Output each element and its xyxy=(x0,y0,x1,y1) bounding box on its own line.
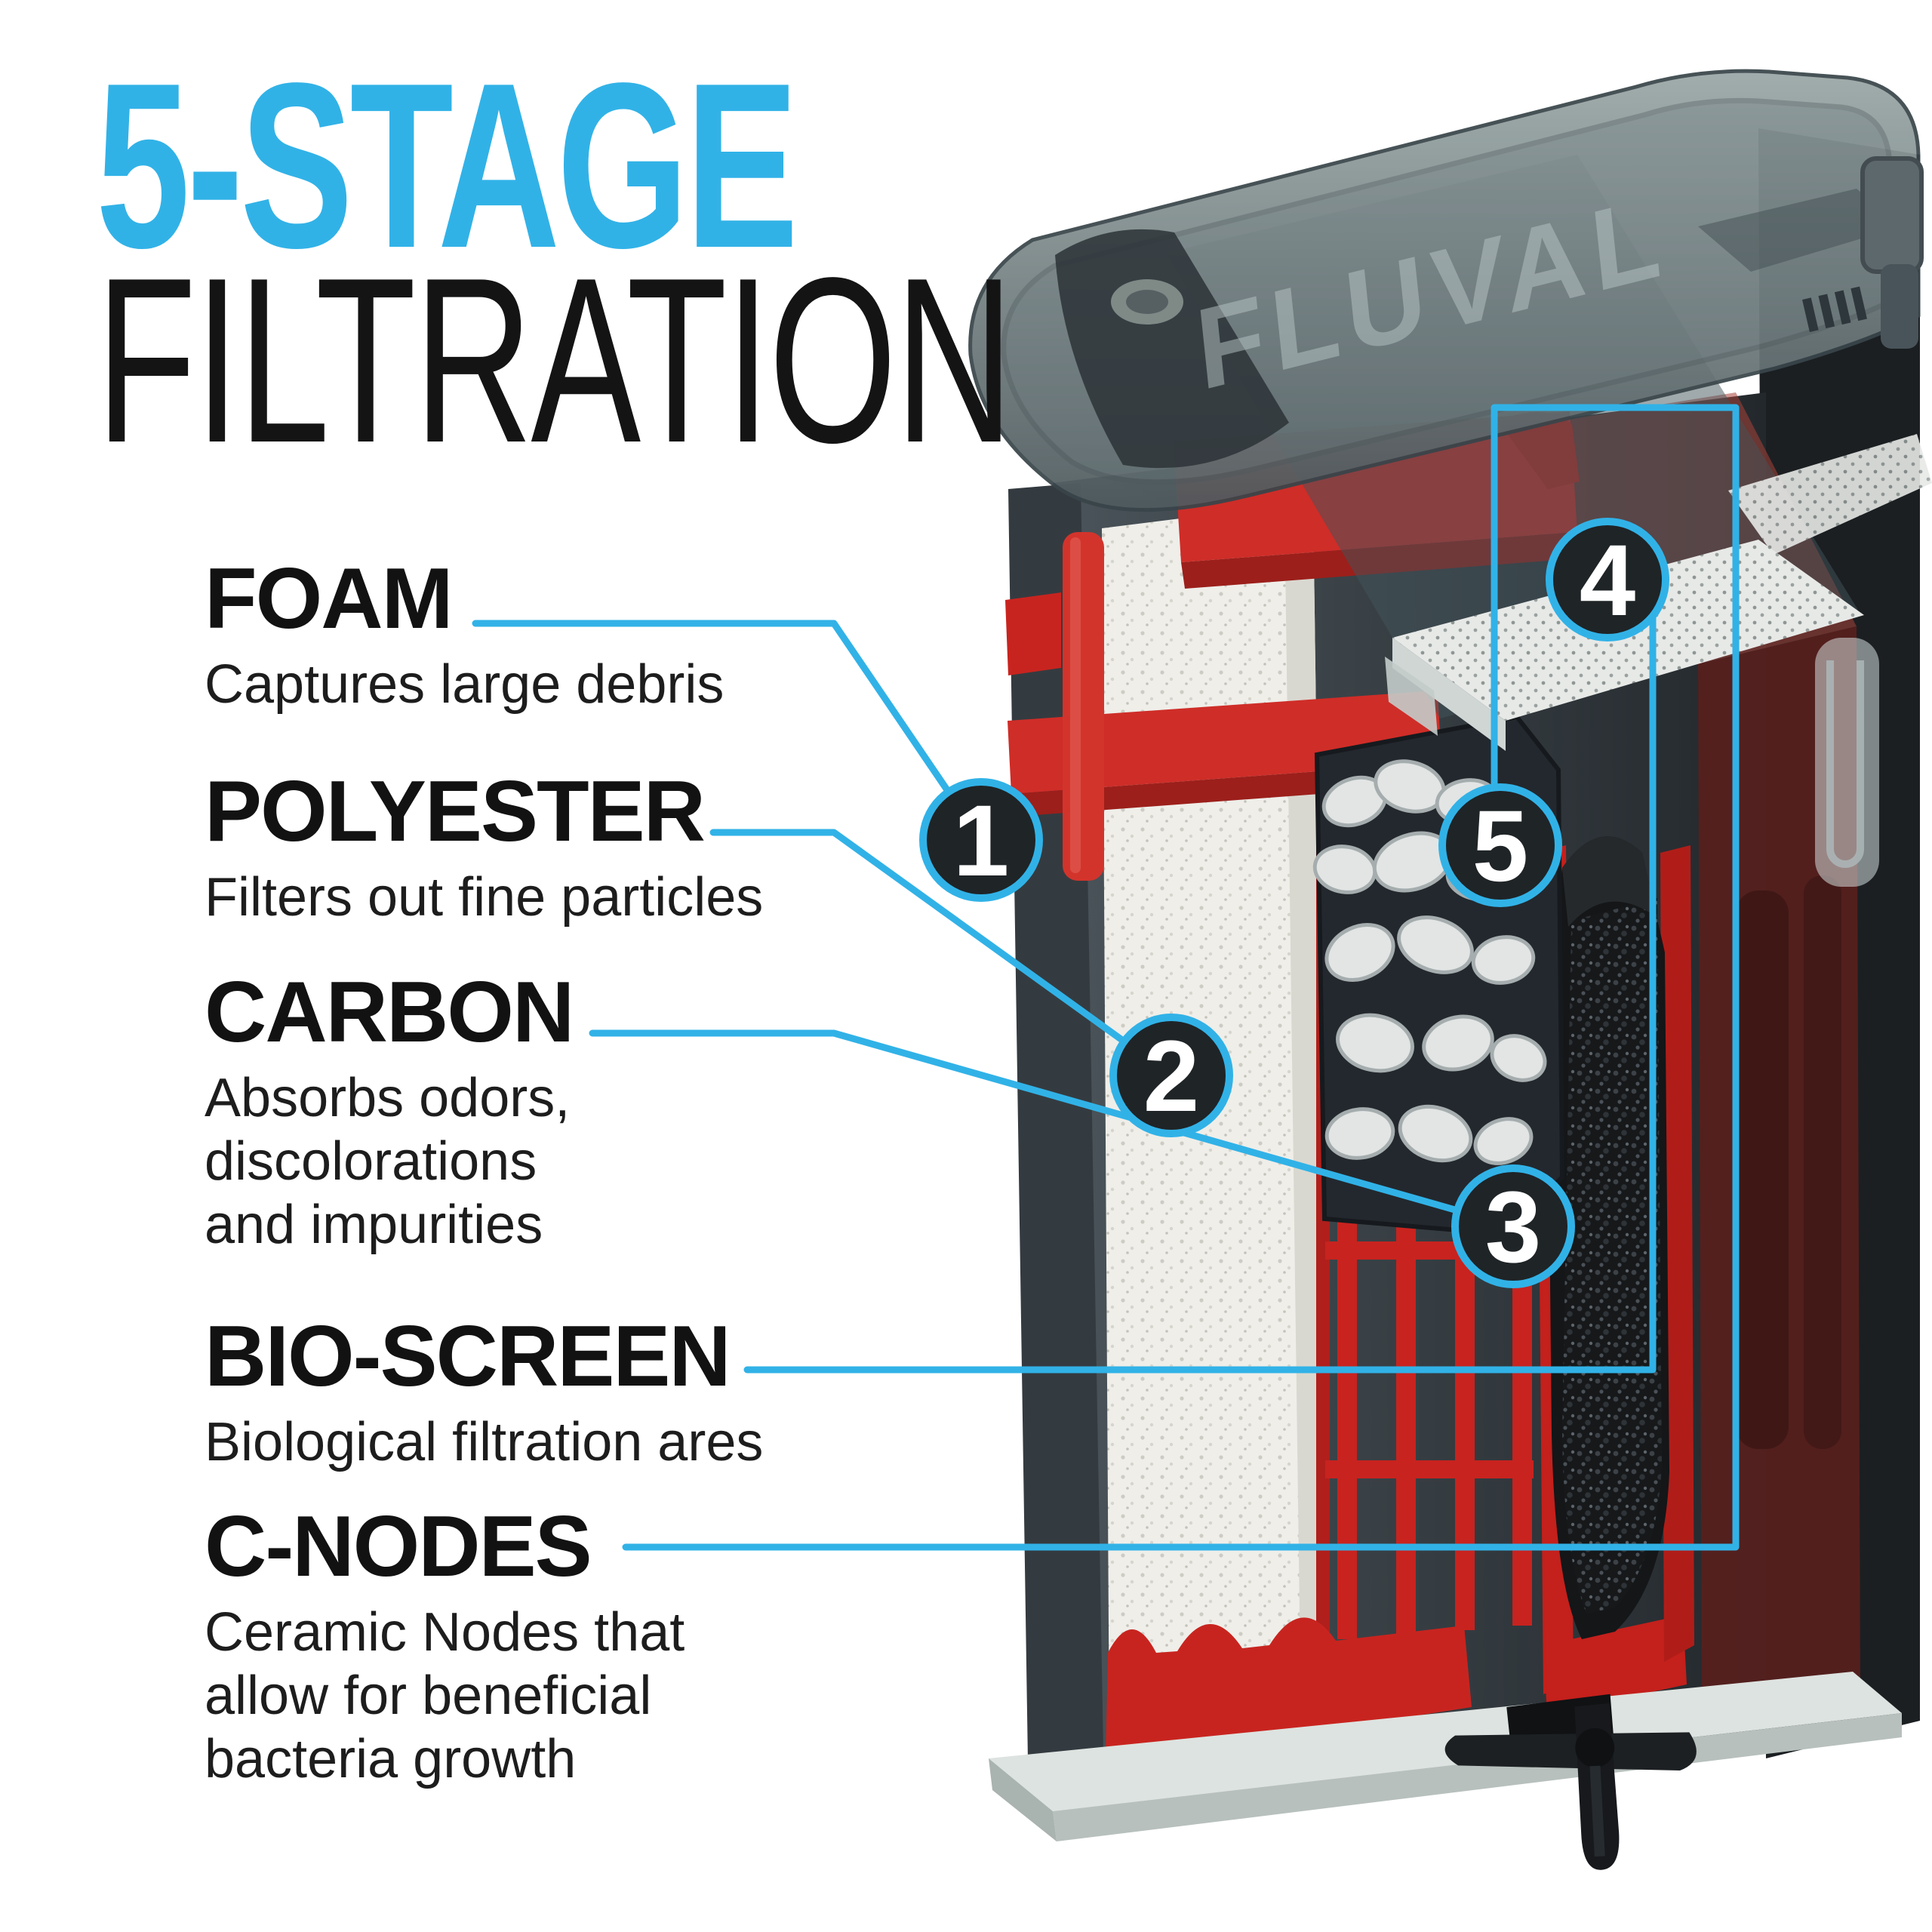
badge-2-number: 2 xyxy=(1143,1020,1200,1133)
outlet-port xyxy=(1802,156,1924,349)
stage-cnodes-name: C-NODES xyxy=(205,1499,592,1595)
callout-line-bioscreen xyxy=(743,576,1657,1374)
badge-1-number: 1 xyxy=(953,785,1010,897)
stage-carbon-name: CARBON xyxy=(205,964,574,1060)
badge-4: 4 xyxy=(1546,518,1669,641)
stage-bioscreen-name: BIO-SCREEN xyxy=(205,1309,731,1404)
callout-lines xyxy=(472,404,1740,1551)
stage-label-cnodes: C-NODES Ceramic Nodes that allow for ben… xyxy=(205,1504,685,1791)
page-title-line2: FILTRATION xyxy=(96,229,1014,492)
vent-slits xyxy=(1802,286,1867,332)
stage-polyester-description: Filters out fine particles xyxy=(205,867,764,928)
badge-5: 5 xyxy=(1438,783,1562,907)
bioscreen-mesh-secondary xyxy=(1728,434,1932,555)
page-title-line1: 5-STAGE xyxy=(96,35,798,297)
carbon-pouch xyxy=(1547,836,1669,1639)
red-scallops xyxy=(1106,1617,1472,1763)
stage-label-foam: FOAM Captures large debris xyxy=(205,556,724,716)
callout-line-cnodes xyxy=(622,404,1740,1551)
stage-badges: 1 2 3 4 5 xyxy=(919,518,1669,1288)
housing-lid: FLUVAL xyxy=(968,69,1921,512)
stage-polyester-name: POLYESTER xyxy=(205,764,706,860)
badge-3: 3 xyxy=(1451,1164,1575,1288)
impeller-fitting xyxy=(1444,1694,1697,1870)
badge-3-number: 3 xyxy=(1485,1171,1542,1284)
badge-1: 1 xyxy=(919,778,1043,902)
callout-line-carbon xyxy=(589,1029,1517,1230)
foam-slab xyxy=(1102,502,1330,1751)
stage-foam-description: Captures large debris xyxy=(205,654,724,715)
retainer-clip xyxy=(1815,638,1879,887)
stage-cnodes-description: Ceramic Nodes that allow for beneficial … xyxy=(205,1602,685,1789)
stage-label-bioscreen: BIO-SCREEN Biological filtration ares xyxy=(205,1314,763,1474)
red-intake-pipe xyxy=(1005,532,1104,881)
stage-label-carbon: CARBON Absorbs odors, discolorations and… xyxy=(205,964,574,1257)
mesh-tray-lip xyxy=(1385,657,1438,736)
badge-4-number: 4 xyxy=(1580,525,1636,637)
stage-label-polyester: POLYESTER Filters out fine particles xyxy=(205,769,763,929)
callout-line-polyester xyxy=(709,829,1175,1079)
badge-2: 2 xyxy=(1109,1014,1233,1137)
lid-recess xyxy=(1698,189,1902,272)
stage-bioscreen-description: Biological filtration ares xyxy=(205,1412,764,1472)
stage-foam-name: FOAM xyxy=(205,551,454,647)
stage-carbon-description: Absorbs odors, discolorations and impuri… xyxy=(205,1068,571,1255)
intake-funnel xyxy=(1055,229,1289,469)
callout-line-foam xyxy=(472,620,985,844)
badge-5-number: 5 xyxy=(1472,790,1529,903)
